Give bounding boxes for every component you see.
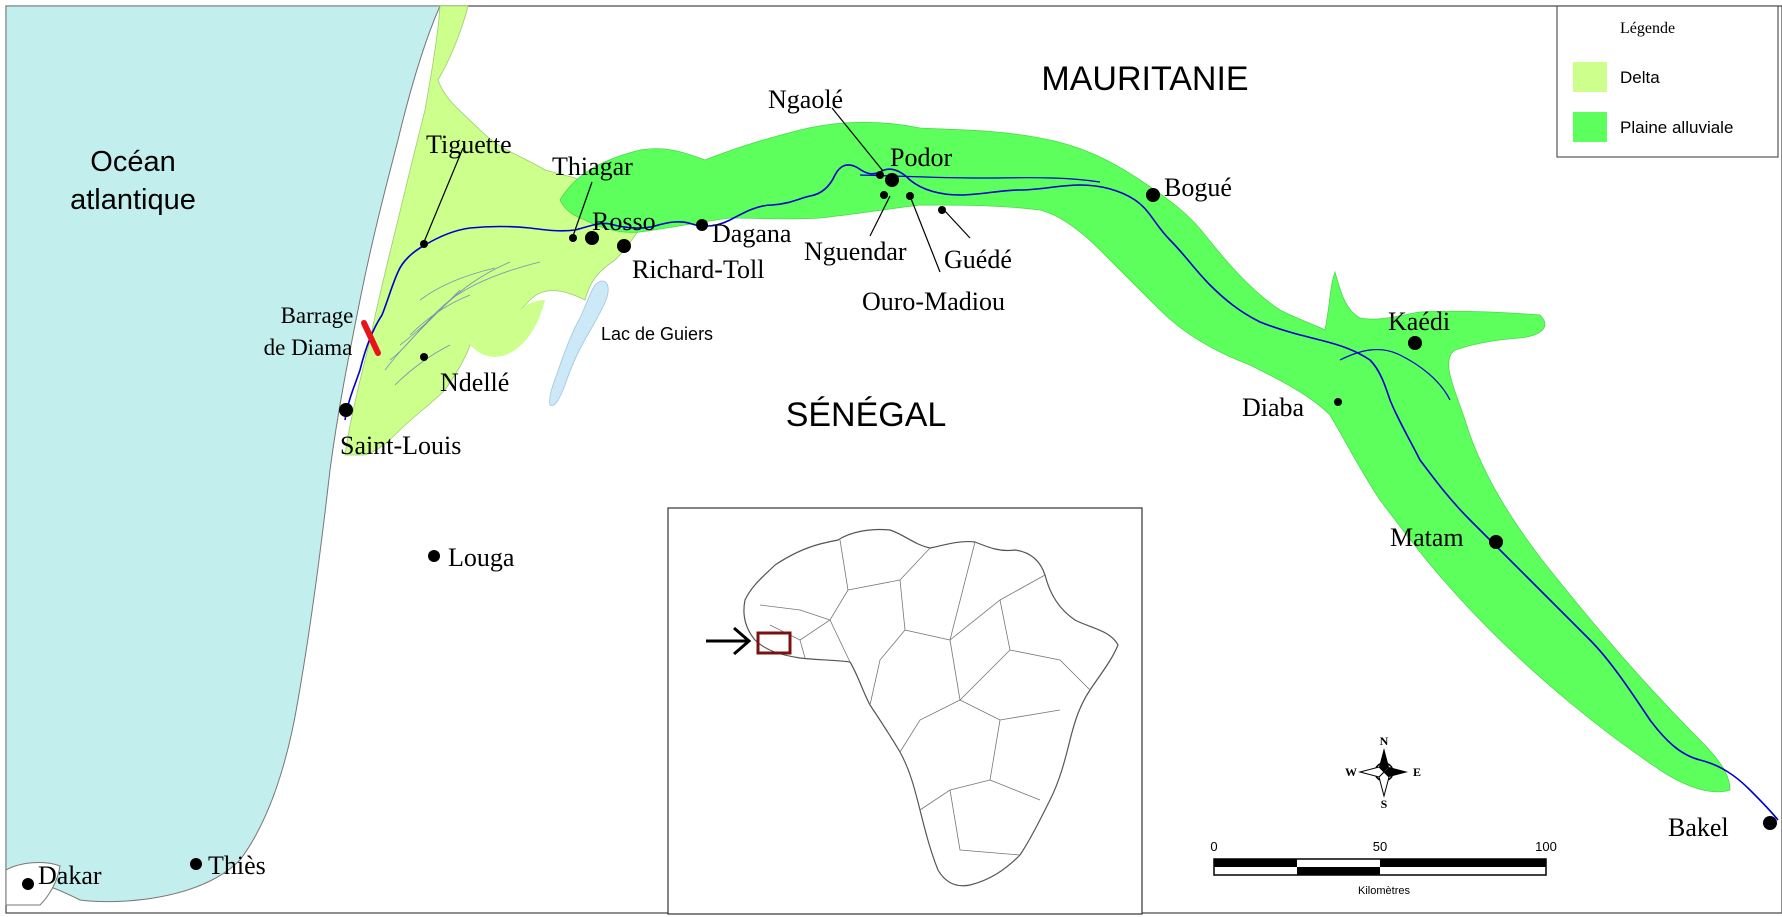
label-guede: Guédé xyxy=(944,245,1012,274)
label-richard-toll: Richard-Toll xyxy=(632,255,764,284)
dot-ngaole xyxy=(876,171,884,179)
scale-tick-100: 100 xyxy=(1535,839,1557,854)
legend-label-plaine: Plaine alluviale xyxy=(1620,118,1733,137)
label-bakel: Bakel xyxy=(1668,813,1729,842)
legend-swatch-delta xyxy=(1573,62,1607,92)
dot-podor xyxy=(885,173,899,187)
label-louga: Louga xyxy=(448,543,515,572)
label-rosso: Rosso xyxy=(592,207,656,236)
diama-dam-marker xyxy=(361,320,381,356)
label-dakar: Dakar xyxy=(38,861,102,890)
label-thies: Thiès xyxy=(208,851,266,880)
dot-richard-toll xyxy=(617,239,631,253)
label-bogue: Bogué xyxy=(1164,173,1232,202)
legend-label-delta: Delta xyxy=(1620,68,1660,87)
inset-location-box xyxy=(756,631,792,655)
dot-nguendar xyxy=(880,191,888,199)
label-barrage-line2: de Diama xyxy=(264,335,353,360)
ocean-label-line1: Océan xyxy=(90,146,175,178)
lake-label: Lac de Guiers xyxy=(601,324,713,344)
label-ndelle: Ndellé xyxy=(440,368,509,397)
compass-rose: N S E W xyxy=(1345,734,1421,811)
dot-guede xyxy=(938,206,946,214)
scale-bar: 0 50 100 Kilomètres xyxy=(1210,839,1556,897)
dot-ouro-madiou xyxy=(906,192,914,200)
dot-louga xyxy=(428,550,440,562)
compass-s: S xyxy=(1381,797,1388,811)
dot-rosso xyxy=(585,231,599,245)
dot-thiagar xyxy=(569,234,577,242)
legend: Légende Delta Plaine alluviale xyxy=(1556,5,1779,158)
label-saint-louis: Saint-Louis xyxy=(340,431,461,460)
scale-tick-0: 0 xyxy=(1210,839,1217,854)
delta-lobe xyxy=(470,300,545,357)
label-matam: Matam xyxy=(1390,523,1464,552)
label-barrage-line1: Barrage xyxy=(281,303,354,328)
dot-diaba xyxy=(1334,398,1342,406)
dot-kaedi xyxy=(1408,336,1422,350)
dot-tiguette xyxy=(420,240,428,248)
scale-tick-50: 50 xyxy=(1373,839,1387,854)
africa-inset xyxy=(667,507,1143,915)
senegal-label: SÉNÉGAL xyxy=(786,396,947,434)
dot-bakel xyxy=(1763,816,1777,830)
atlantic-ocean-area xyxy=(5,5,441,903)
senegal-river xyxy=(344,164,1779,821)
legend-swatch-plaine xyxy=(1573,112,1607,142)
label-ngaole: Ngaolé xyxy=(768,85,843,114)
inset-frame xyxy=(667,507,1143,915)
ocean-label-line2: atlantique xyxy=(70,184,196,216)
label-leader-lines xyxy=(423,107,971,273)
lac-de-guiers-shape xyxy=(549,280,609,406)
label-podor: Podor xyxy=(890,143,952,172)
alluvial-plain-area xyxy=(559,121,1731,793)
label-thiagar: Thiagar xyxy=(552,152,633,181)
dot-saint-louis xyxy=(339,403,353,417)
dot-dakar xyxy=(22,878,34,890)
delta-channels xyxy=(384,261,541,386)
compass-n: N xyxy=(1380,734,1389,748)
place-markers xyxy=(22,171,1777,890)
africa-borders xyxy=(759,539,1091,856)
floodplain-spur xyxy=(620,149,657,195)
mauritania-label: MAURITANIE xyxy=(1041,60,1248,98)
label-diaba: Diaba xyxy=(1242,393,1305,422)
dot-dagana xyxy=(696,219,708,231)
compass-w: W xyxy=(1345,765,1357,779)
river-branch-kaedi xyxy=(1339,349,1451,401)
label-dagana: Dagana xyxy=(712,219,792,248)
dot-bogue xyxy=(1146,188,1160,202)
inset-arrow xyxy=(706,626,752,656)
label-tiguette: Tiguette xyxy=(426,130,512,159)
africa-outline xyxy=(743,528,1119,887)
legend-title: Légende xyxy=(1620,20,1675,37)
dot-ndelle xyxy=(420,353,428,361)
dot-matam xyxy=(1489,535,1503,549)
label-ouro-madiou: Ouro-Madiou xyxy=(862,287,1005,316)
label-kaedi: Kaédi xyxy=(1388,307,1450,336)
scale-unit: Kilomètres xyxy=(1358,885,1410,897)
label-nguendar: Nguendar xyxy=(804,237,907,266)
dot-thies xyxy=(190,858,202,870)
compass-e: E xyxy=(1413,765,1421,779)
